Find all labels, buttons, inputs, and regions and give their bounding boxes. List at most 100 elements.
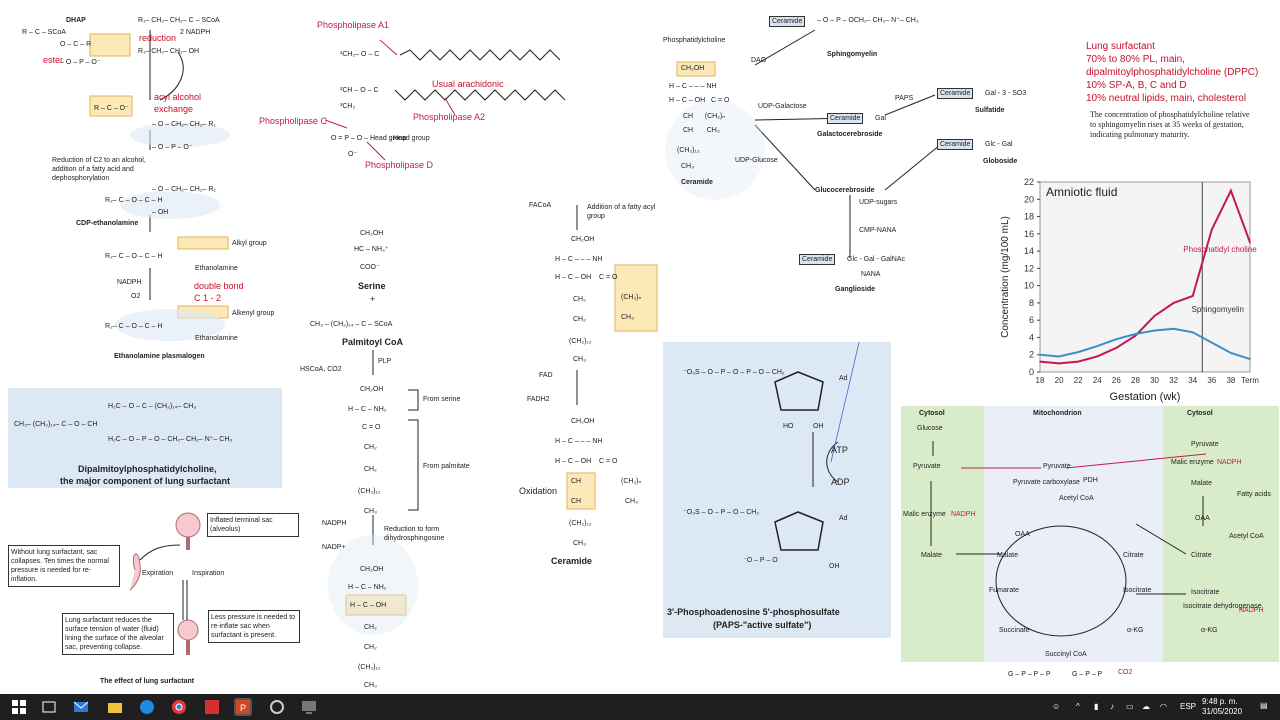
malate-right-label: Malate: [1191, 480, 1213, 487]
facoa-label: FACoA: [529, 202, 552, 209]
ceramide2-8: (CH₂)₁₂: [569, 520, 592, 527]
reduction-label: reduction: [139, 33, 177, 43]
file-explorer-icon[interactable]: [106, 698, 124, 716]
notes-line-1: 70% to 80% PL, main,: [1086, 54, 1185, 65]
ketosphinganine-5: CH₂: [364, 466, 377, 473]
phospholipase-a1-label: Phospholipase A1: [317, 20, 390, 30]
gal-label: Gal: [875, 115, 886, 122]
cmp-nana-label: CMP-NANA: [859, 227, 897, 234]
ad-label-1: Ad: [839, 375, 848, 382]
surfactant-reduces-note: Lung surfactant reduces the surface tens…: [62, 613, 174, 655]
legend-phosphatidylcholine: Phosphatidyl choline: [1183, 245, 1257, 254]
data-point: [1211, 341, 1213, 344]
globoside-label: Globoside: [983, 158, 1018, 165]
intermediate-1b: – O – P – O⁻: [152, 144, 193, 151]
succinyl-coa-label: Succinyl CoA: [1045, 651, 1087, 658]
glc-gal-galnac-label: Glc - Gal - GalNAc: [847, 256, 905, 263]
palmitoyl-label: Palmitoyl CoA: [342, 337, 404, 347]
dihydro-3: H – C – OH: [350, 602, 387, 609]
atp-label: ATP: [831, 445, 848, 455]
ethanolamine-label: Ethanolamine: [195, 265, 238, 272]
onedrive-icon[interactable]: ☁: [1142, 702, 1150, 711]
chevron-up-icon[interactable]: ^: [1076, 702, 1080, 711]
oh-label-1: OH: [813, 423, 824, 430]
paps-label: PAPS: [895, 95, 914, 102]
sphingomyelin-label: Sphingomyelin: [827, 51, 878, 58]
alveolus-drawings: [129, 512, 201, 655]
edge-icon[interactable]: [138, 698, 156, 716]
addition-label: Addition of a fatty acyl group: [587, 204, 656, 220]
people-icon[interactable]: ☺: [1052, 702, 1061, 711]
ketosphinganine-1: CH₂OH: [360, 386, 384, 393]
data-point: [1077, 351, 1079, 353]
x-tick-label: 30: [1150, 376, 1159, 385]
plot-area: [1039, 181, 1251, 373]
task-view-icon[interactable]: [40, 698, 58, 716]
paps-structures: [774, 342, 860, 551]
clock-time[interactable]: 9:48 p. m.: [1202, 697, 1238, 706]
windows-start-icon[interactable]: [10, 698, 28, 716]
ceramide1-2: H – C – – – NH: [555, 256, 603, 263]
malic-enzyme-left-label: Malic enzyme: [903, 511, 946, 518]
exchange-label: exchange: [154, 104, 194, 114]
serine-label: Serine: [358, 281, 386, 291]
inspiration-label: Inspiration: [192, 570, 225, 577]
ceramide2-9: CH₃: [573, 540, 586, 547]
notes-line-3: 10% SP-A, B, C and D: [1086, 80, 1187, 91]
chrome-icon[interactable]: [170, 698, 188, 716]
malic-enzyme-right-label: Malic enzyme: [1171, 459, 1214, 466]
from-serine-label: From serine: [423, 396, 461, 403]
language-indicator[interactable]: ESP: [1180, 702, 1197, 711]
acrobat-icon[interactable]: [203, 698, 221, 716]
nadph-left-label: NADPH: [951, 511, 976, 518]
udp-sugars-label: UDP-sugars: [859, 199, 898, 206]
phosphatidylcholine-label: Phosphatidylcholine: [663, 37, 726, 44]
x-tick-label: 24: [1093, 376, 1102, 385]
legend-sphingomyelin: Sphingomyelin: [1192, 305, 1244, 314]
ceramide1-5: CH₃: [621, 314, 634, 321]
pdh-label: PDH: [1083, 477, 1098, 484]
mail-icon[interactable]: [72, 698, 90, 716]
ceramide-row2: H – C – OH C = O: [669, 97, 730, 104]
serine-structure-3: COO⁻: [360, 264, 380, 271]
dppc-caption-1: Dipalmitoylphosphatidylcholine,: [78, 464, 217, 474]
udp-galactose-label: UDP-Galactose: [758, 103, 807, 110]
wifi-icon[interactable]: ◠: [1160, 702, 1167, 711]
acetyl-coa-right-label: Acetyl CoA: [1229, 533, 1264, 540]
nadph-right-1-label: NADPH: [1217, 459, 1242, 466]
ceramide1-3: H – C – OH C = O: [555, 274, 618, 281]
ceramide1-1: CH₂OH: [571, 236, 595, 243]
network-icon[interactable]: ▮: [1094, 702, 1099, 711]
surfactant-effect-caption: The effect of lung surfactant: [100, 678, 195, 685]
nadph-label: NADPH: [117, 279, 142, 286]
dppc-structure-1: H₂C – O – C – (CH₂)₁₄– CH₃: [108, 403, 197, 410]
double-bond-label: double bond: [194, 281, 244, 291]
glycerol-c3: ³CH₂: [340, 103, 356, 110]
ceramide2-7: CH: [571, 498, 582, 505]
display-icon[interactable]: [300, 698, 318, 716]
y-tick-label: 16: [1024, 229, 1034, 239]
adp-label: ADP: [831, 477, 850, 487]
ceramide-struct-caption: Ceramide: [681, 179, 713, 186]
dag-label: DAG: [751, 57, 767, 64]
oaa-mito-label: OAA: [1015, 531, 1030, 538]
battery-icon[interactable]: ▭: [1126, 702, 1134, 711]
clock-date[interactable]: 31/05/2020: [1202, 707, 1243, 716]
data-point: [1172, 302, 1175, 304]
tool-icon[interactable]: [268, 698, 286, 716]
y-tick-label: 20: [1024, 194, 1034, 204]
volume-icon[interactable]: ♪: [1110, 702, 1114, 711]
ceramide-panel: FACoA Addition of a fatty acyl group CH₂…: [515, 195, 665, 575]
bottom-strip: G – P – P – P G – P – P CO2: [968, 664, 1178, 694]
powerpoint-icon[interactable]: P: [234, 698, 252, 716]
alkenyl-group-label: Alkenyl group: [232, 310, 275, 317]
notifications-icon[interactable]: ▤: [1260, 701, 1268, 710]
head-group-label: Head group: [393, 135, 430, 142]
gtp-strip-1: G – P – P – P: [1008, 671, 1051, 678]
series-line-sphingomyelin: [1039, 327, 1251, 360]
x-tick-label: 18: [1036, 376, 1045, 385]
isocitrate-dehydrogenase-label: Isocitrate dehydrogenase: [1183, 603, 1262, 610]
c12-label: C 1 - 2: [194, 293, 222, 303]
data-point: [1039, 353, 1041, 356]
